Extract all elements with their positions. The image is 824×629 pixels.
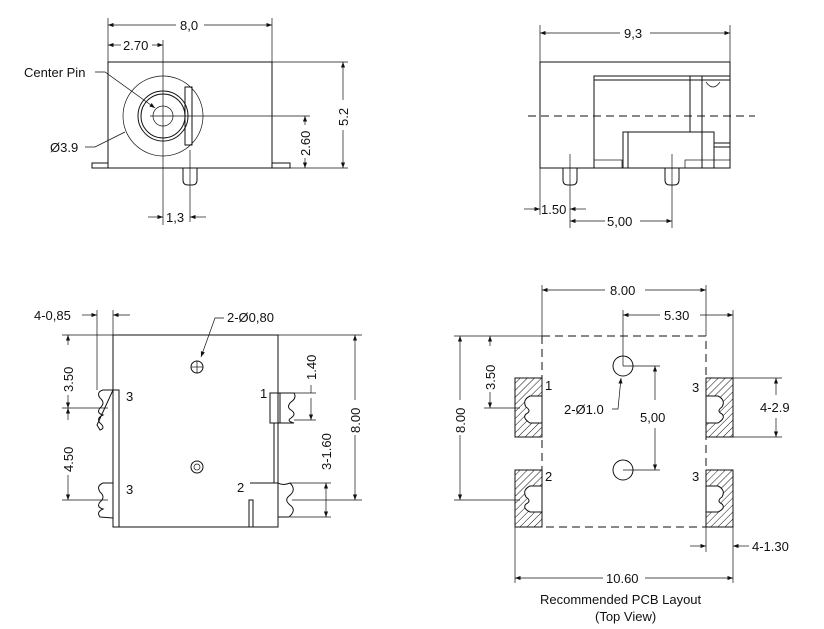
diameter-label: Ø3.9 bbox=[50, 140, 78, 155]
hole-label: 2-Ø0,80 bbox=[227, 310, 274, 325]
hole-label: 2-Ø1.0 bbox=[564, 402, 604, 417]
dim-length: 9,3 bbox=[624, 26, 642, 41]
dim-depth: 8.00 bbox=[453, 408, 468, 433]
dim-hole-spacing: 5,00 bbox=[640, 410, 665, 425]
pin-label: 3 bbox=[692, 469, 699, 484]
dim-height: 5.2 bbox=[336, 108, 351, 126]
pin-label: 3 bbox=[126, 482, 133, 497]
dim-pad-offset: 3.50 bbox=[483, 365, 498, 390]
pin-label: 2 bbox=[237, 480, 244, 495]
dim-pin-offset: 1.50 bbox=[541, 202, 566, 217]
dim-pin-width: 4-0,85 bbox=[34, 308, 71, 323]
dim-pin-spacing: 5,00 bbox=[607, 214, 632, 229]
dim-pin-size: 3-1.60 bbox=[319, 433, 334, 470]
dim-width: 8.00 bbox=[610, 283, 635, 298]
dim-a: 3.50 bbox=[61, 367, 76, 392]
pin-label: 3 bbox=[126, 389, 133, 404]
dim-b: 4.50 bbox=[61, 447, 76, 472]
side-view: 9,3 1.50 5,00 bbox=[524, 25, 755, 229]
pin-label: 1 bbox=[260, 386, 267, 401]
pcb-layout: 1 2 3 3 8.00 5.30 8.00 3.50 2-Ø1.0 5,00 … bbox=[453, 283, 790, 624]
dim-overall: 10.60 bbox=[606, 571, 639, 586]
dim-pad-length: 4-2.9 bbox=[760, 400, 790, 415]
dim-depth: 8.00 bbox=[348, 408, 363, 433]
dim-pin1-width: 1.40 bbox=[304, 355, 319, 380]
caption: Recommended PCB Layout bbox=[540, 592, 702, 607]
dim-pin-offset: 1,3 bbox=[166, 210, 184, 225]
dim-center-offset: 2.70 bbox=[123, 38, 148, 53]
dim-hole-offset: 5.30 bbox=[664, 308, 689, 323]
dim-pad-width: 4-1.30 bbox=[752, 539, 789, 554]
dim-width: 8,0 bbox=[180, 18, 198, 33]
bottom-view: 2-Ø0,80 4-0,85 3.50 4.50 3 3 1 2 8.00 1.… bbox=[34, 308, 363, 528]
pin-label: 3 bbox=[692, 380, 699, 395]
pin-label: 2 bbox=[545, 469, 552, 484]
front-view: 8,0 2.70 2.60 5.2 1,3 Center Pin Ø3.9 bbox=[24, 18, 351, 225]
pin-label: 1 bbox=[545, 378, 552, 393]
subcaption: (Top View) bbox=[595, 609, 656, 624]
center-pin-label: Center Pin bbox=[24, 65, 85, 80]
dim-center-height: 2.60 bbox=[298, 131, 313, 156]
